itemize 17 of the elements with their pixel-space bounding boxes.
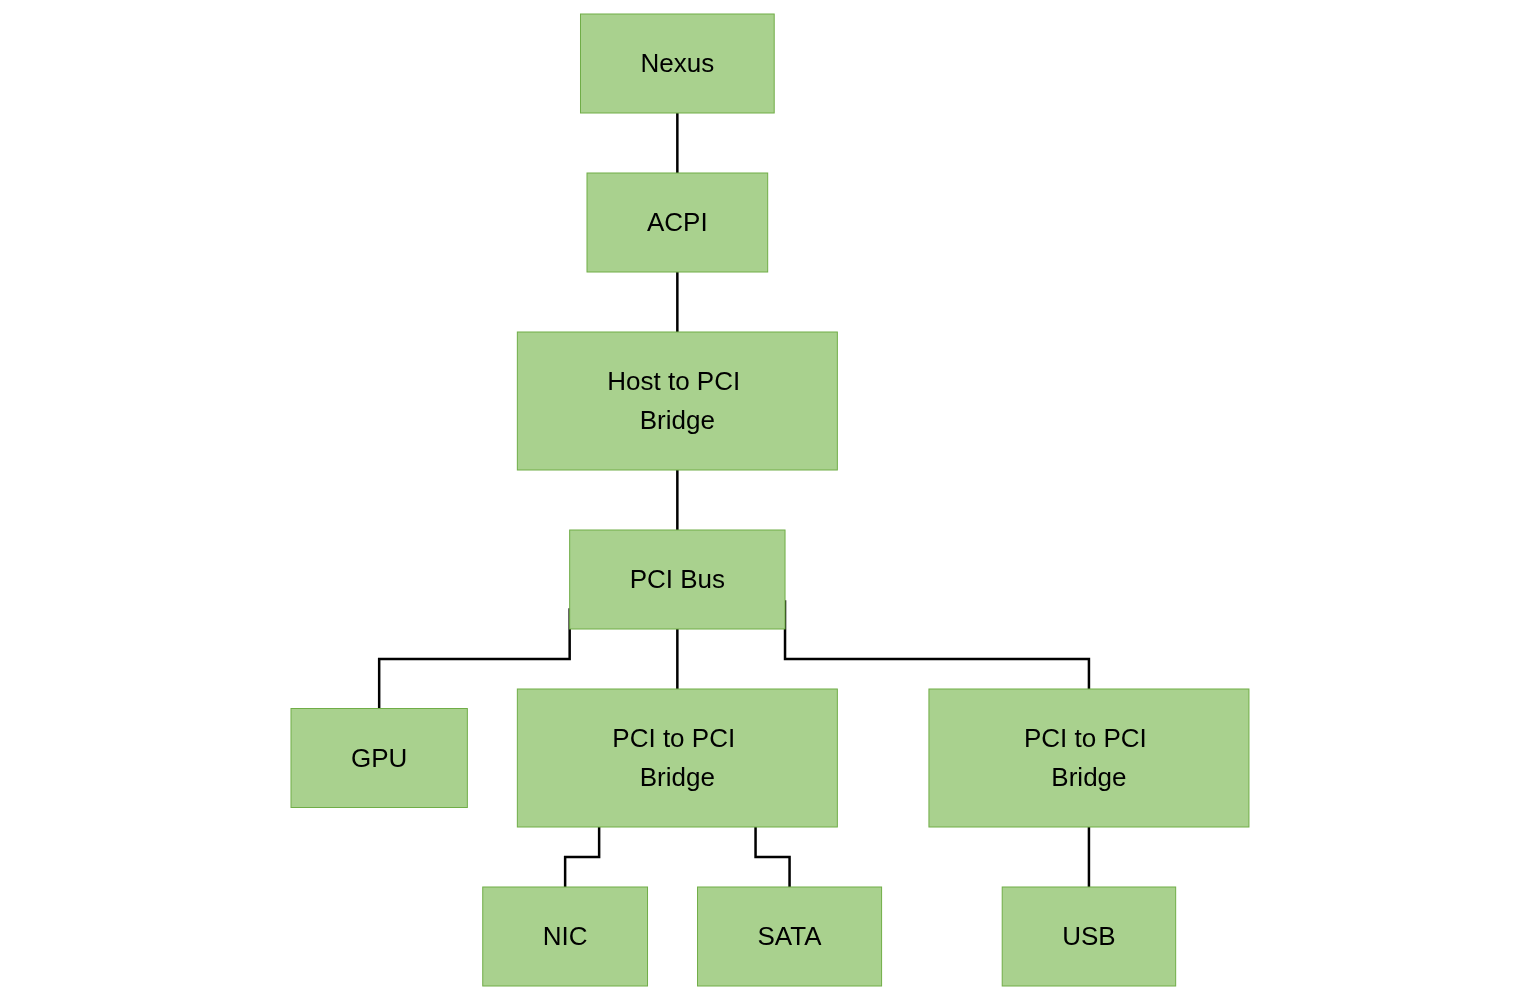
node-box: Nexus bbox=[580, 13, 775, 114]
node-box: PCI to PCI Bridge bbox=[516, 688, 838, 828]
node-box: USB bbox=[1001, 886, 1177, 987]
connector bbox=[676, 272, 679, 334]
node-box: PCI to PCI Bridge bbox=[928, 688, 1250, 828]
connector bbox=[563, 827, 601, 889]
connector bbox=[676, 113, 679, 175]
node-box: GPU bbox=[290, 708, 468, 808]
node-box: NIC bbox=[482, 886, 649, 987]
connector bbox=[754, 827, 791, 889]
node-box: Host to PCI Bridge bbox=[516, 331, 838, 471]
connector bbox=[676, 629, 679, 691]
connector bbox=[676, 470, 679, 532]
node-box: PCI Bus bbox=[569, 529, 786, 630]
connector bbox=[1087, 827, 1091, 889]
node-box: SATA bbox=[697, 886, 883, 987]
node-box: ACPI bbox=[586, 172, 769, 273]
